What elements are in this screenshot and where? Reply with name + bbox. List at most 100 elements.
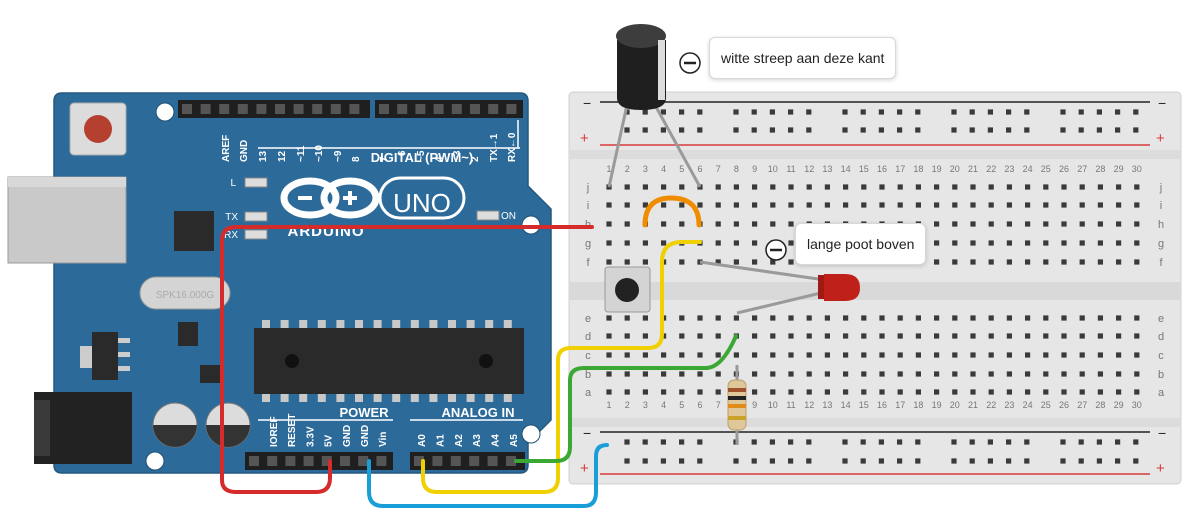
rail-hole[interactable] [1096, 109, 1102, 115]
breadboard-hole[interactable] [843, 315, 849, 321]
rail-hole[interactable] [1133, 127, 1139, 133]
breadboard-hole[interactable] [843, 333, 849, 339]
header-pin[interactable] [312, 104, 323, 114]
breadboard-hole[interactable] [752, 184, 758, 190]
rail-hole[interactable] [751, 458, 757, 464]
breadboard-hole[interactable] [642, 389, 648, 395]
rail-hole[interactable] [733, 458, 739, 464]
rail-hole[interactable] [624, 458, 630, 464]
rail-hole[interactable] [769, 439, 775, 445]
header-pin[interactable] [256, 104, 267, 114]
breadboard-hole[interactable] [697, 389, 703, 395]
wire-yellow-a0[interactable] [421, 240, 702, 494]
breadboard-hole[interactable] [988, 315, 994, 321]
breadboard-hole[interactable] [642, 352, 648, 358]
rail-hole[interactable] [642, 127, 648, 133]
rail-hole[interactable] [806, 127, 812, 133]
breadboard-hole[interactable] [788, 371, 794, 377]
header-pin[interactable] [469, 456, 480, 466]
rail-hole[interactable] [806, 109, 812, 115]
breadboard-hole[interactable] [770, 221, 776, 227]
breadboard-hole[interactable] [970, 352, 976, 358]
breadboard-hole[interactable] [770, 352, 776, 358]
rail-hole[interactable] [1115, 109, 1121, 115]
breadboard-hole[interactable] [606, 202, 612, 208]
rail-hole[interactable] [624, 439, 630, 445]
breadboard-hole[interactable] [642, 333, 648, 339]
breadboard-hole[interactable] [824, 352, 830, 358]
rail-hole[interactable] [1133, 458, 1139, 464]
rail-hole[interactable] [987, 458, 993, 464]
breadboard-hole[interactable] [1061, 315, 1067, 321]
rail-hole[interactable] [1133, 439, 1139, 445]
header-pin[interactable] [433, 104, 444, 114]
breadboard-hole[interactable] [752, 202, 758, 208]
breadboard-hole[interactable] [806, 184, 812, 190]
breadboard-hole[interactable] [1079, 240, 1085, 246]
breadboard-hole[interactable] [970, 371, 976, 377]
breadboard-hole[interactable] [661, 371, 667, 377]
breadboard-hole[interactable] [661, 389, 667, 395]
breadboard-hole[interactable] [715, 371, 721, 377]
breadboard-hole[interactable] [806, 389, 812, 395]
rail-hole[interactable] [769, 127, 775, 133]
breadboard-hole[interactable] [970, 315, 976, 321]
header-pin[interactable] [182, 104, 192, 114]
rail-hole[interactable] [642, 439, 648, 445]
rail-hole[interactable] [1096, 458, 1102, 464]
breadboard-hole[interactable] [1025, 184, 1031, 190]
breadboard-hole[interactable] [770, 202, 776, 208]
breadboard-hole[interactable] [1006, 352, 1012, 358]
breadboard-hole[interactable] [788, 389, 794, 395]
rail-hole[interactable] [1006, 439, 1012, 445]
rail-hole[interactable] [842, 458, 848, 464]
breadboard-hole[interactable] [624, 240, 630, 246]
breadboard-hole[interactable] [770, 259, 776, 265]
breadboard-hole[interactable] [897, 333, 903, 339]
breadboard-hole[interactable] [752, 352, 758, 358]
breadboard-hole[interactable] [824, 389, 830, 395]
breadboard-hole[interactable] [806, 333, 812, 339]
rail-hole[interactable] [806, 458, 812, 464]
breadboard-hole[interactable] [1097, 352, 1103, 358]
breadboard-hole[interactable] [897, 202, 903, 208]
breadboard-hole[interactable] [1061, 240, 1067, 246]
breadboard-hole[interactable] [806, 352, 812, 358]
breadboard-hole[interactable] [806, 371, 812, 377]
breadboard-hole[interactable] [624, 259, 630, 265]
breadboard-hole[interactable] [788, 315, 794, 321]
breadboard-hole[interactable] [1079, 221, 1085, 227]
resistor[interactable] [727, 365, 747, 445]
rail-hole[interactable] [660, 127, 666, 133]
breadboard-hole[interactable] [934, 389, 940, 395]
rail-hole[interactable] [915, 439, 921, 445]
rail-hole[interactable] [1078, 458, 1084, 464]
rail-hole[interactable] [842, 439, 848, 445]
breadboard-hole[interactable] [606, 389, 612, 395]
breadboard-hole[interactable] [934, 315, 940, 321]
breadboard-hole[interactable] [1116, 221, 1122, 227]
breadboard-hole[interactable] [770, 371, 776, 377]
header-pin[interactable] [379, 104, 389, 114]
rail-hole[interactable] [788, 439, 794, 445]
breadboard-hole[interactable] [752, 221, 758, 227]
breadboard-hole[interactable] [1025, 315, 1031, 321]
breadboard-hole[interactable] [1025, 202, 1031, 208]
rail-hole[interactable] [751, 439, 757, 445]
breadboard-hole[interactable] [934, 202, 940, 208]
header-pin[interactable] [330, 104, 341, 114]
breadboard-hole[interactable] [1043, 184, 1049, 190]
breadboard-hole[interactable] [1079, 371, 1085, 377]
rail-hole[interactable] [697, 458, 703, 464]
breadboard-hole[interactable] [1043, 333, 1049, 339]
breadboard-hole[interactable] [879, 352, 885, 358]
breadboard-hole[interactable] [861, 352, 867, 358]
breadboard-hole[interactable] [788, 240, 794, 246]
breadboard-hole[interactable] [606, 221, 612, 227]
breadboard-hole[interactable] [824, 371, 830, 377]
breadboard-hole[interactable] [897, 371, 903, 377]
rail-hole[interactable] [897, 458, 903, 464]
breadboard-hole[interactable] [806, 315, 812, 321]
breadboard-hole[interactable] [934, 259, 940, 265]
breadboard-hole[interactable] [697, 352, 703, 358]
